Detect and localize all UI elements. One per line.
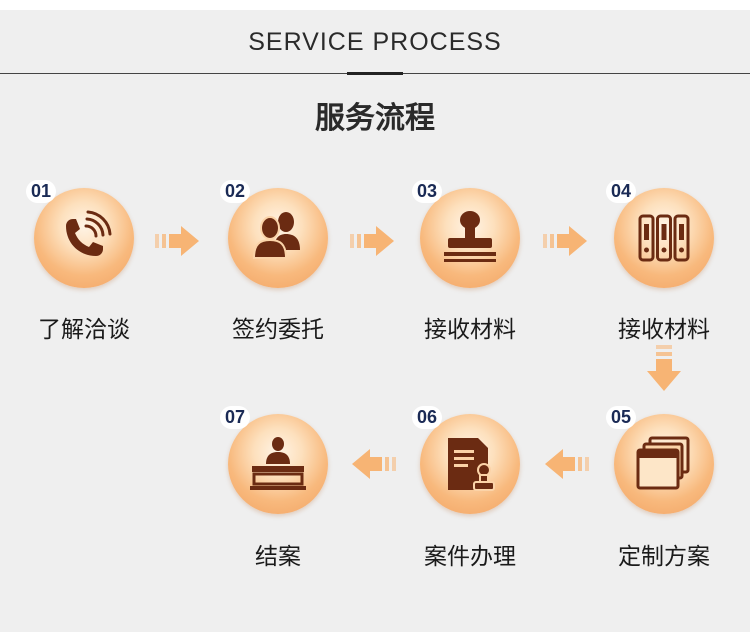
step-01: 01 [26,180,136,290]
step-04: 04 [606,180,716,290]
step-03-label: 接收材料 [424,317,516,343]
step-07-number: 07 [220,406,251,429]
stamp-icon [444,211,496,262]
step-05-circle [614,414,714,514]
step-07-label: 结案 [255,544,301,570]
step-02-number: 02 [220,180,251,203]
step-02-circle [228,188,328,288]
phone-icon [66,210,112,256]
arrow-down-icon [647,345,681,391]
page-title-chinese: 服务流程 [315,101,435,136]
title-divider-accent [347,72,403,75]
step-06-number: 06 [412,406,443,429]
binders-icon [638,214,690,262]
background-panel [0,10,750,632]
step-06-label: 案件办理 [424,544,516,570]
step-03: 03 [412,180,522,290]
step-06-circle [420,414,520,514]
arrow-left-icon [545,449,589,479]
arrow-left-icon [352,449,396,479]
people-icon [252,212,300,259]
step-06: 06 [412,406,522,516]
documents-icon [636,436,690,490]
step-05-label: 定制方案 [618,544,710,570]
step-04-number: 04 [606,180,637,203]
step-04-circle [614,188,714,288]
step-01-number: 01 [26,180,57,203]
step-04-label: 接收材料 [618,317,710,343]
step-07-circle [228,414,328,514]
arrow-right-icon [350,226,394,256]
document-seal-icon [448,438,495,491]
step-02: 02 [220,180,330,290]
step-03-number: 03 [412,180,443,203]
step-05: 05 [606,406,716,516]
page-title-english: SERVICE PROCESS [248,28,502,56]
step-03-circle [420,188,520,288]
desk-person-icon [250,437,306,490]
step-01-circle [34,188,134,288]
arrow-right-icon [543,226,587,256]
arrow-right-icon [155,226,199,256]
step-01-label: 了解洽谈 [38,317,130,343]
step-02-label: 签约委托 [232,317,324,343]
step-05-number: 05 [606,406,637,429]
step-07: 07 [220,406,330,516]
